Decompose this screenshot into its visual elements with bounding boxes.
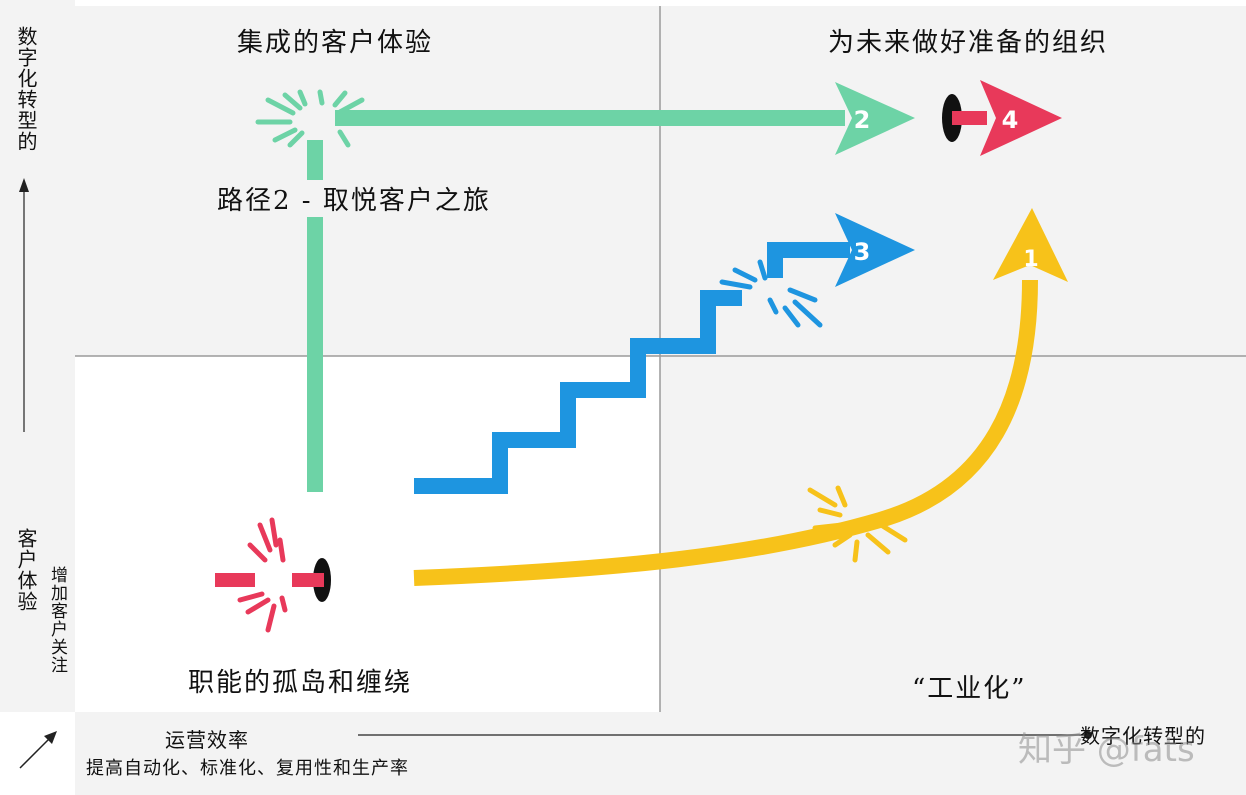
y-axis-bottom-label-1: 客户体验 [14, 528, 38, 612]
green-arrowhead [835, 82, 915, 155]
blue-stairs-upper [767, 242, 850, 278]
quadrant-label-bottom-left: 职能的孤岛和缠绕 [188, 668, 413, 698]
corner-arrowhead [44, 731, 57, 744]
yellow-arrowhead [993, 208, 1068, 282]
watermark: 知乎 @fats [1018, 730, 1195, 770]
arrow-number-2: 2 [854, 106, 871, 134]
quadrant-label-top-right: 为未来做好准备的组织 [828, 28, 1109, 58]
y-axis-arrowhead [19, 178, 29, 192]
red-arrowhead [980, 80, 1062, 156]
x-axis-left-label-1: 运营效率 [165, 728, 249, 752]
red-shaft-4 [952, 111, 987, 125]
green-path [307, 110, 845, 492]
y-axis-band [0, 0, 75, 712]
yellow-curve [413, 279, 1038, 586]
arrow-number-4: 4 [1002, 106, 1019, 134]
quadrant-top-right [660, 6, 1246, 356]
y-axis-bottom-label-2: 增加客户关注 [47, 566, 67, 674]
x-axis-right-label: 数字化转型的 [1080, 724, 1206, 748]
corner-arrow-line [19, 735, 53, 769]
blue-arrowhead [835, 213, 915, 287]
blue-burst-icon [719, 259, 823, 328]
red-stub-right [292, 573, 324, 587]
quadrant-label-bottom-right: “工业化” [912, 674, 1027, 704]
x-axis-end-dot [1084, 731, 1092, 739]
yellow-burst-icon [807, 485, 908, 563]
arrow-number-1: 1 [1023, 247, 1038, 272]
x-axis-band [75, 712, 1246, 795]
blue-stairs [414, 290, 742, 494]
x-axis-left-label-2: 提高自动化、标准化、复用性和生产率 [86, 758, 409, 779]
red-stub-left [215, 573, 255, 587]
path2-label: 路径2 - 取悦客户之旅 [213, 180, 495, 217]
green-burst-icon [255, 89, 365, 148]
quadrant-bottom-right [660, 356, 1246, 712]
red-burst-icon [237, 517, 288, 633]
arrow-number-3: 3 [854, 238, 871, 266]
quadrant-label-top-left: 集成的客户体验 [237, 28, 434, 58]
y-axis-top-label: 数字化转型的 [14, 26, 38, 152]
